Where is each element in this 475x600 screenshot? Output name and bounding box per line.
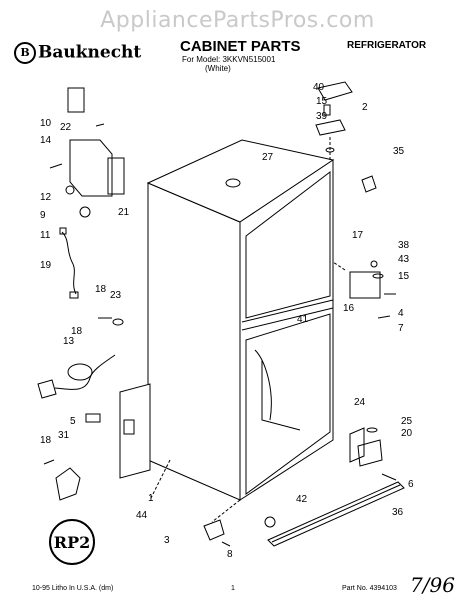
callout-8: 8: [227, 549, 233, 560]
part-27: [225, 178, 241, 188]
callout-42: 42: [296, 494, 308, 505]
callout-27: 27: [262, 152, 274, 163]
callout-5: 5: [70, 416, 76, 427]
brand-emblem-icon: B: [14, 42, 36, 64]
callout-18: 18: [95, 284, 107, 295]
wire-harness: [61, 231, 77, 295]
model-color: (White): [205, 64, 231, 73]
appliance-category: REFRIGERATOR: [347, 40, 427, 51]
rp2-seal: [49, 519, 95, 565]
callout-9: 9: [40, 210, 46, 221]
part-31: [55, 467, 81, 501]
callout-16: 16: [343, 303, 355, 314]
callout-15: 15: [398, 271, 410, 282]
callout-21: 21: [118, 207, 130, 218]
callout-13: 13: [63, 336, 75, 347]
model-number: For Model: 3KKVN515001: [182, 55, 276, 64]
callout-6: 6: [408, 479, 414, 490]
callout-31: 31: [58, 430, 70, 441]
handwritten-date: 7/96: [410, 573, 455, 597]
callout-24: 24: [354, 397, 366, 408]
callout-18: 18: [71, 326, 83, 337]
callout-40: 40: [313, 82, 325, 93]
callout-11: 11: [40, 230, 51, 241]
callout-12: 12: [40, 192, 52, 203]
control-box: [69, 139, 113, 197]
cabinet-body: [147, 182, 241, 501]
callout-38: 38: [398, 240, 410, 251]
callout-1: 1: [148, 493, 154, 504]
callout-44: 44: [136, 510, 148, 521]
svg-text:RP2: RP2: [54, 533, 90, 552]
document-part-number: Part No. 4394103: [342, 585, 397, 592]
callout-35: 35: [393, 146, 405, 157]
page-number: 1: [231, 585, 235, 592]
callout-3: 3: [164, 535, 170, 546]
callout-20: 20: [401, 428, 413, 439]
hinge-cap: [317, 81, 353, 101]
callout-15: 15: [316, 96, 328, 107]
callout-23: 23: [110, 290, 122, 301]
freezer-opening: [245, 170, 331, 319]
callout-19: 19: [40, 260, 52, 271]
callout-17: 17: [352, 230, 364, 241]
part-10: [67, 87, 85, 113]
callout-43: 43: [398, 254, 410, 265]
fresh-food-opening: [245, 313, 331, 495]
callout-39: 39: [316, 111, 328, 122]
page-title: CABINET PARTS: [180, 38, 301, 55]
callout-7: 7: [398, 323, 404, 334]
side-panel: [119, 383, 151, 479]
footer-print-info: 10-95 Litho In U.S.A. (dm): [32, 585, 114, 592]
callout-2: 2: [362, 102, 368, 113]
callout-4: 4: [398, 308, 404, 319]
watermark: AppliancePartsPros.com: [100, 8, 375, 33]
callout-41: 41: [297, 314, 309, 325]
brand-name: Bauknecht: [38, 42, 142, 63]
callout-14: 14: [40, 135, 52, 146]
power-cord: [54, 354, 116, 390]
callout-22: 22: [60, 122, 72, 133]
callout-10: 10: [40, 118, 52, 129]
callout-36: 36: [392, 507, 404, 518]
callout-25: 25: [401, 416, 413, 427]
callout-18: 18: [40, 435, 52, 446]
